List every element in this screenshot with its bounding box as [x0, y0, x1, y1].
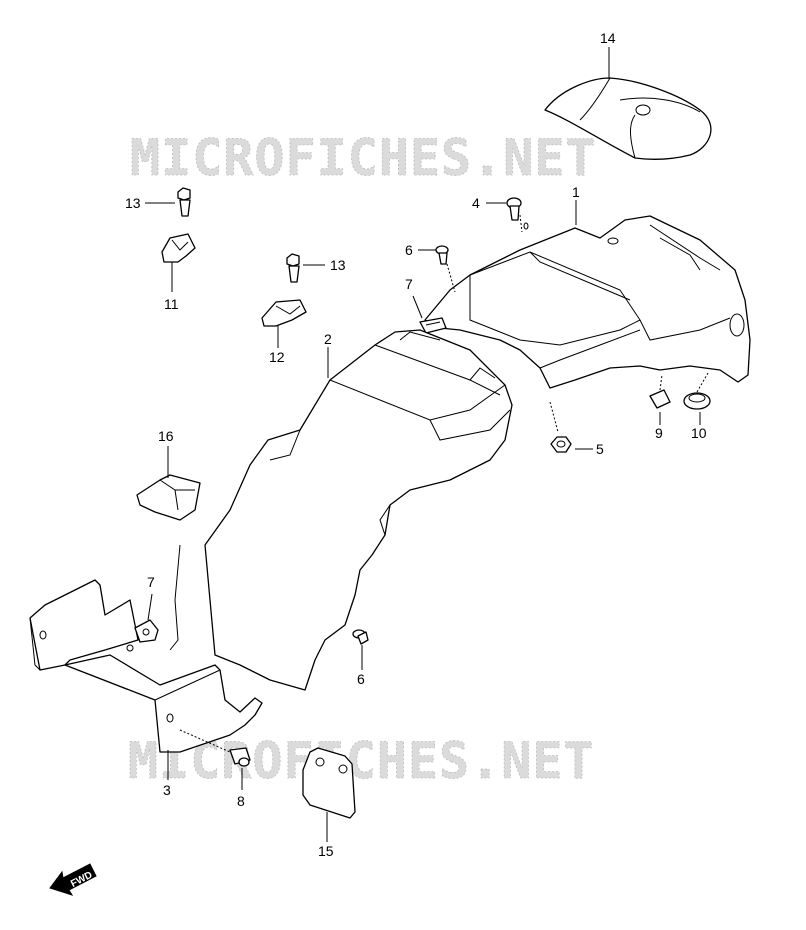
part-13-bolt-middle: [286, 253, 325, 283]
callout-7-lower: 7: [147, 574, 155, 590]
part-7-clip-upper: [412, 295, 447, 334]
callout-2: 2: [324, 331, 332, 347]
callout-10: 10: [691, 425, 707, 441]
callout-13-upper: 13: [125, 195, 141, 211]
callout-8: 8: [237, 793, 245, 809]
callout-labels: 1 2 3 4 5 6 6 7 7 8 9 10 11 12 13 13 14 …: [125, 30, 707, 859]
part-8-bolt: [179, 729, 251, 790]
callout-1: 1: [572, 184, 580, 200]
part-15-plate: [302, 747, 356, 842]
callout-7-upper: 7: [405, 276, 413, 292]
part-6-screw-lower: [352, 629, 369, 670]
callout-11: 11: [164, 296, 179, 312]
part-12-bracket: [261, 299, 307, 348]
part-5-nut: [549, 401, 593, 453]
callout-9: 9: [655, 425, 663, 441]
callout-4: 4: [472, 195, 480, 211]
watermark-top: MICROFICHES.NET: [130, 129, 597, 187]
callout-15: 15: [318, 843, 334, 859]
part-13-bolt-upper: [145, 187, 191, 217]
part-14-cover: [544, 77, 712, 160]
part-6-screw-upper: [418, 245, 456, 293]
part-9-clip: [649, 374, 671, 425]
part-10-grommet: [683, 372, 711, 425]
callout-13-middle: 13: [330, 257, 346, 273]
fwd-arrow-icon: FWD: [49, 863, 97, 896]
callout-14: 14: [600, 30, 616, 46]
part-1-rear-fender: [424, 215, 751, 389]
callout-16: 16: [158, 428, 174, 444]
callout-12: 12: [269, 349, 285, 365]
part-2-fender-lower: [204, 329, 513, 691]
callout-6-upper: 6: [405, 242, 413, 258]
part-3-bracket: [29, 544, 263, 780]
callout-5: 5: [596, 441, 604, 457]
part-7-clip-lower: [134, 593, 159, 643]
part-11-bracket: [161, 233, 196, 292]
callout-3: 3: [163, 782, 171, 798]
part-4-screw: [486, 197, 523, 233]
part-16-bracket: [136, 446, 201, 521]
callout-6-lower: 6: [357, 671, 365, 687]
